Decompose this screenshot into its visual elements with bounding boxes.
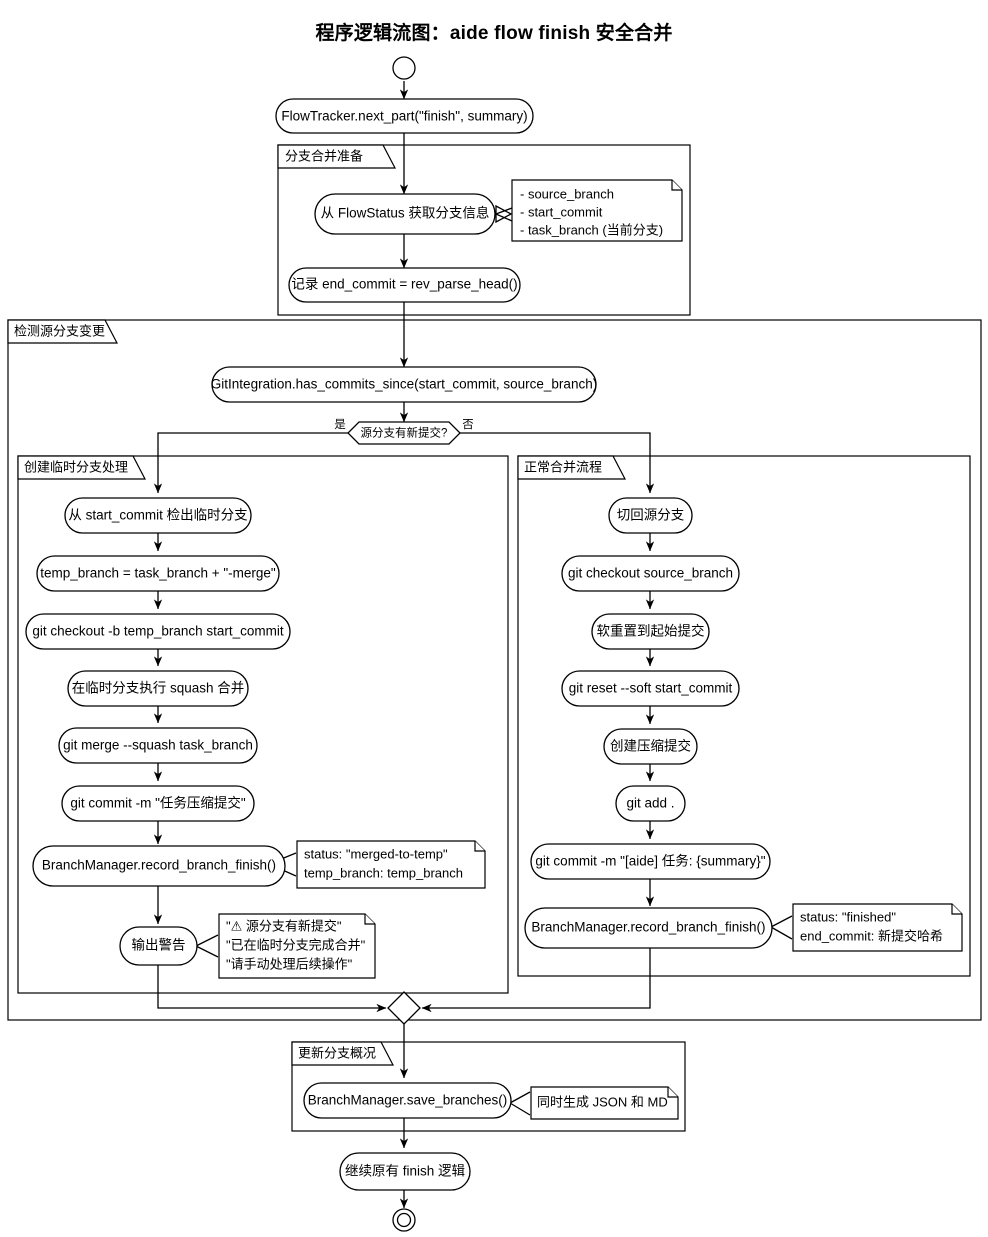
note-record-left-line-0: status: "merged-to-temp"	[304, 846, 448, 861]
note-save-branches-line-0: 同时生成 JSON 和 MD	[537, 1094, 668, 1109]
edge-label-no: 否	[462, 419, 474, 431]
node-git-add[interactable]: git add .	[615, 785, 686, 822]
node-git-commit-squash[interactable]: git commit -m "任务压缩提交"	[61, 785, 255, 822]
node-soft-reset[interactable]: 软重置到起始提交	[591, 613, 710, 650]
note-branch-info: - source_branch - start_commit - task_br…	[511, 179, 683, 242]
node-create-squash-commit-label: 创建压缩提交	[610, 738, 691, 754]
note-save-branches: 同时生成 JSON 和 MD	[530, 1086, 679, 1120]
node-git-reset-soft-label: git reset --soft start_commit	[569, 681, 733, 696]
partition-temp-branch: 创建临时分支处理	[17, 455, 509, 994]
note-warning: "⚠ 源分支有新提交" "已在临时分支完成合并" "请手动处理后续操作"	[218, 913, 376, 979]
node-record-branch-finish-right-label: BranchManager.record_branch_finish()	[531, 920, 765, 935]
note-warning-line-2: "请手动处理后续操作"	[226, 956, 353, 971]
node-squash-on-temp-label: 在临时分支执行 squash 合并	[72, 681, 245, 696]
node-git-checkout-b-label: git checkout -b temp_branch start_commit	[32, 624, 284, 639]
node-git-checkout-b[interactable]: git checkout -b temp_branch start_commit	[25, 613, 291, 650]
node-git-merge-squash[interactable]: git merge --squash task_branch	[58, 727, 258, 764]
node-output-warning-label: 输出警告	[132, 938, 186, 953]
decision-source-branch-has-commits[interactable]: 源分支有新提交? 是 否	[334, 418, 474, 445]
note-warning-line-1: "已在临时分支完成合并"	[226, 937, 366, 952]
node-has-commits-since[interactable]: GitIntegration.has_commits_since(start_c…	[211, 366, 597, 403]
node-record-end-commit[interactable]: 记录 end_commit = rev_parse_head()	[288, 267, 521, 303]
note-branch-info-line-0: - source_branch	[520, 186, 614, 201]
decision-label: 源分支有新提交?	[361, 426, 448, 440]
node-temp-branch-name-label: temp_branch = task_branch + "-merge"	[40, 566, 276, 581]
note-record-left: status: "merged-to-temp" temp_branch: te…	[296, 840, 486, 889]
page-title: 程序逻辑流图：aide flow finish 安全合并	[315, 23, 673, 44]
node-continue-finish[interactable]: 继续原有 finish 逻辑	[339, 1152, 471, 1191]
partition-temp-branch-label: 创建临时分支处理	[24, 459, 128, 474]
node-temp-branch-name[interactable]: temp_branch = task_branch + "-merge"	[36, 555, 280, 592]
partition-update-summary: 更新分支概况	[291, 1041, 686, 1132]
note-record-right-line-1: end_commit: 新提交哈希	[800, 928, 943, 943]
node-git-add-label: git add .	[626, 796, 674, 811]
node-record-branch-finish-left-label: BranchManager.record_branch_finish()	[42, 858, 276, 873]
edge-label-yes: 是	[334, 418, 346, 431]
node-create-squash-commit[interactable]: 创建压缩提交	[603, 728, 698, 765]
partition-normal-merge-label: 正常合并流程	[524, 459, 602, 474]
note-record-right-line-0: status: "finished"	[800, 909, 896, 924]
node-git-commit-aide-label: git commit -m "[aide] 任务: {summary}"	[535, 854, 765, 869]
note-warning-line-0: "⚠ 源分支有新提交"	[226, 918, 342, 933]
start-circle	[392, 56, 416, 80]
partition-normal-merge: 正常合并流程	[517, 455, 971, 977]
node-checkout-temp-label: 从 start_commit 检出临时分支	[68, 508, 248, 523]
partition-detect: 检测源分支变更	[7, 319, 982, 1021]
node-switch-back-source[interactable]: 切回源分支	[608, 497, 693, 534]
note-record-right: status: "finished" end_commit: 新提交哈希	[792, 903, 963, 952]
node-flowtracker-next-part-label: FlowTracker.next_part("finish", summary)	[281, 109, 527, 124]
node-continue-finish-label: 继续原有 finish 逻辑	[345, 1164, 465, 1179]
node-record-end-commit-label: 记录 end_commit = rev_parse_head()	[291, 277, 517, 292]
node-flowtracker-next-part[interactable]: FlowTracker.next_part("finish", summary)	[275, 98, 534, 134]
node-checkout-temp[interactable]: 从 start_commit 检出临时分支	[64, 497, 252, 534]
node-git-merge-squash-label: git merge --squash task_branch	[63, 738, 253, 753]
end-circle	[392, 1208, 416, 1232]
partition-prepare: 分支合并准备	[277, 144, 691, 316]
merge-diamond	[387, 991, 421, 1025]
node-output-warning[interactable]: 输出警告	[119, 926, 198, 966]
node-has-commits-since-label: GitIntegration.has_commits_since(start_c…	[211, 377, 597, 392]
node-git-checkout-source-label: git checkout source_branch	[568, 566, 733, 581]
node-save-branches-label: BranchManager.save_branches()	[308, 1093, 508, 1108]
node-record-branch-finish-left[interactable]: BranchManager.record_branch_finish()	[32, 845, 286, 887]
partition-update-summary-label: 更新分支概况	[298, 1045, 376, 1060]
node-get-branch-info-label: 从 FlowStatus 获取分支信息	[321, 205, 490, 221]
node-save-branches[interactable]: BranchManager.save_branches()	[303, 1082, 512, 1119]
note-record-left-line-1: temp_branch: temp_branch	[304, 865, 463, 880]
note-branch-info-line-1: - start_commit	[520, 204, 603, 219]
node-squash-on-temp[interactable]: 在临时分支执行 squash 合并	[67, 670, 249, 707]
node-get-branch-info[interactable]: 从 FlowStatus 获取分支信息	[314, 193, 496, 235]
node-git-commit-squash-label: git commit -m "任务压缩提交"	[70, 795, 246, 811]
connectors	[153, 81, 793, 1209]
node-soft-reset-label: 软重置到起始提交	[597, 623, 705, 639]
partition-detect-label: 检测源分支变更	[14, 323, 105, 338]
note-branch-info-line-2: - task_branch (当前分支)	[520, 222, 663, 237]
node-git-reset-soft[interactable]: git reset --soft start_commit	[561, 670, 740, 707]
node-switch-back-source-label: 切回源分支	[617, 508, 685, 523]
node-git-checkout-source[interactable]: git checkout source_branch	[561, 555, 740, 592]
node-record-branch-finish-right[interactable]: BranchManager.record_branch_finish()	[524, 907, 773, 949]
partition-prepare-label: 分支合并准备	[285, 148, 363, 163]
node-git-commit-aide[interactable]: git commit -m "[aide] 任务: {summary}"	[530, 843, 771, 880]
